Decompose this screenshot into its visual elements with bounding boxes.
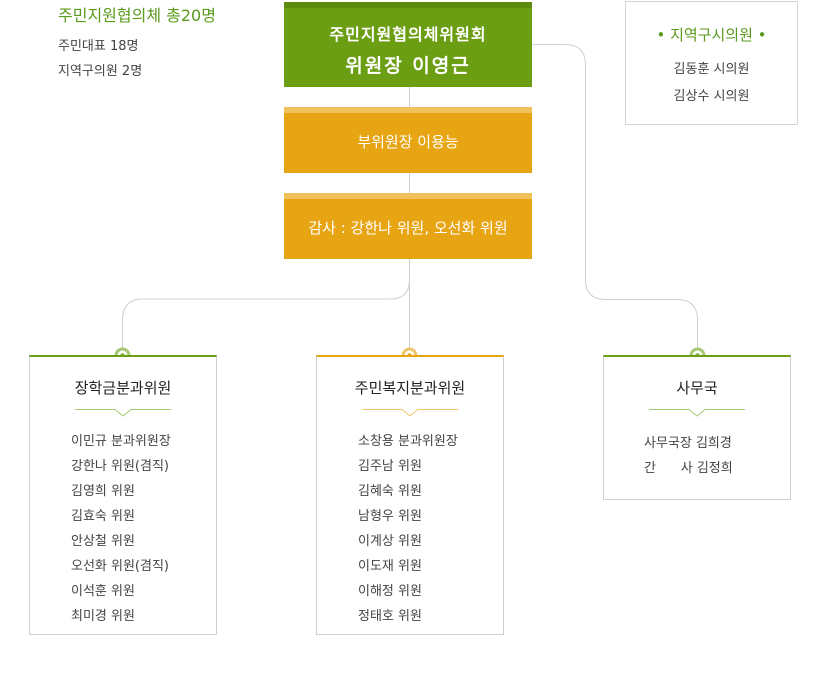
audit-label: 감사 : 강한나 위원, 오선화 위원 xyxy=(308,219,508,237)
dept-office-box: 사무국 사무국장 김희경 간 사 김정희 xyxy=(603,355,791,500)
line-chair-to-office xyxy=(532,44,698,350)
list-item: 간 사 김정희 xyxy=(644,461,733,476)
list-item: 김혜숙 위원 xyxy=(358,484,422,499)
dept-title: 장학금분과위원 xyxy=(74,379,172,397)
list-item: 남형우 위원 xyxy=(358,509,422,524)
summary-title: 주민지원협의체 총20명 xyxy=(58,6,216,25)
list-item: 강한나 위원(겸직) xyxy=(71,459,169,474)
list-item: 이해정 위원 xyxy=(358,584,422,599)
list-item: 소창용 분과위원장 xyxy=(358,434,458,449)
list-item: 이도재 위원 xyxy=(358,559,422,574)
line-audit-to-scholarship xyxy=(122,279,410,350)
dept-welfare-box: 주민복지분과위원 소창용 분과위원장 김주남 위원 김혜숙 위원 남형우 위원 … xyxy=(316,355,504,635)
list-item: 김효숙 위원 xyxy=(71,509,135,524)
council-box: • 지역구시의원 • 김동훈 시의원 김상수 시의원 xyxy=(625,1,798,125)
list-item: 정태호 위원 xyxy=(358,609,422,624)
audit-box: 감사 : 강한나 위원, 오선화 위원 xyxy=(284,193,532,259)
summary-councilors: 지역구의원 2명 xyxy=(58,64,143,79)
chair-name: 위원장 이영근 xyxy=(345,55,471,77)
member-list: 사무국장 김희경 간 사 김정희 xyxy=(604,431,790,481)
separator-chevron xyxy=(362,409,458,417)
list-item: 오선화 위원(겸직) xyxy=(71,559,169,574)
list-item: 김영희 위원 xyxy=(71,484,135,499)
list-item: 사무국장 김희경 xyxy=(644,436,732,451)
summary-residents: 주민대표 18명 xyxy=(58,39,139,54)
council-member: 김동훈 시의원 xyxy=(673,62,750,77)
vice-chair-label: 부위원장 이용능 xyxy=(357,133,459,151)
member-list: 소창용 분과위원장 김주남 위원 김혜숙 위원 남형우 위원 이계상 위원 이도… xyxy=(317,429,503,629)
dept-scholarship-box: 장학금분과위원 이민규 분과위원장 강한나 위원(겸직) 김영희 위원 김효숙 … xyxy=(29,355,217,635)
list-item: 이민규 분과위원장 xyxy=(71,434,171,449)
dept-title: 주민복지분과위원 xyxy=(354,379,466,397)
chair-box: 주민지원협의체위원회 위원장 이영근 xyxy=(284,2,532,87)
list-item: 최미경 위원 xyxy=(71,609,135,624)
vice-chair-box: 부위원장 이용능 xyxy=(284,107,532,173)
council-member: 김상수 시의원 xyxy=(673,89,750,104)
list-item: 이석훈 위원 xyxy=(71,584,135,599)
member-list: 이민규 분과위원장 강한나 위원(겸직) 김영희 위원 김효숙 위원 안상철 위… xyxy=(30,429,216,629)
list-item: 이계상 위원 xyxy=(358,534,422,549)
list-item: 김주남 위원 xyxy=(358,459,422,474)
council-title: • 지역구시의원 • xyxy=(656,26,767,44)
separator-chevron xyxy=(75,409,171,417)
dept-title: 사무국 xyxy=(676,379,718,397)
chair-org-label: 주민지원협의체위원회 xyxy=(329,25,487,44)
list-item: 안상철 위원 xyxy=(71,534,135,549)
separator-chevron xyxy=(649,409,745,417)
